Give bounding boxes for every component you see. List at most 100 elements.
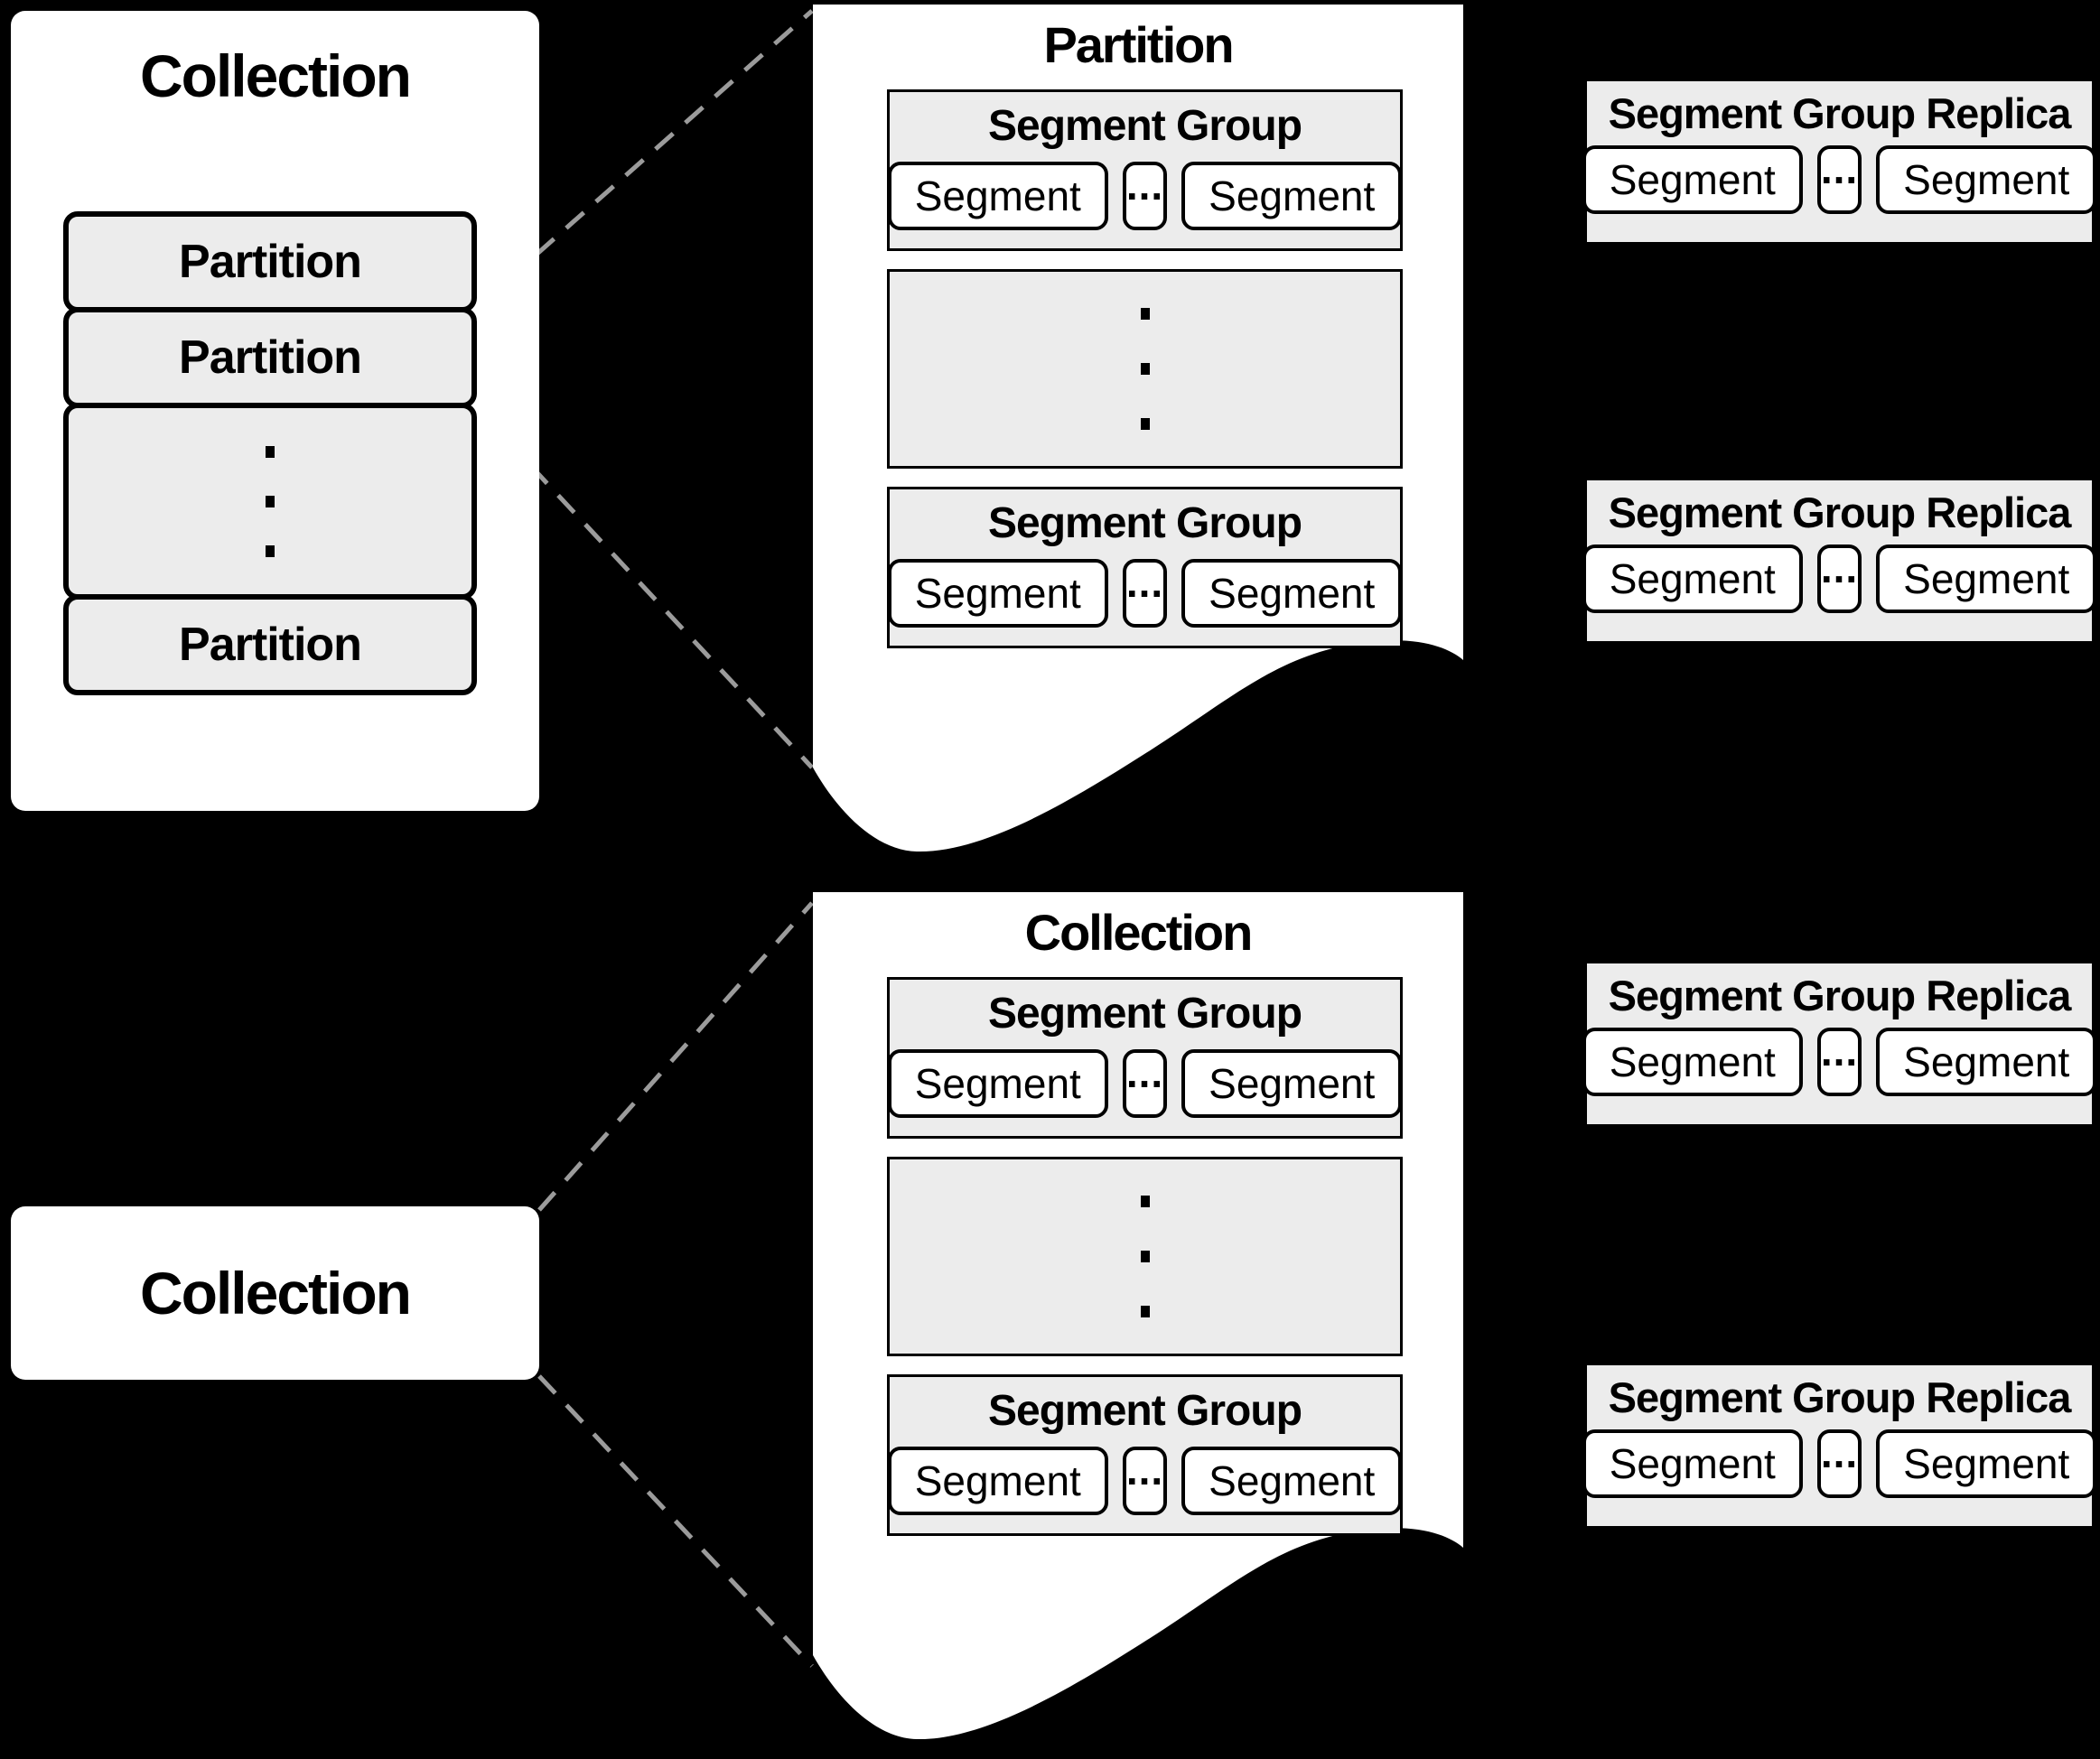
segment-row: Segment ... Segment [887,162,1403,230]
ellipsis-dot [1140,363,1150,375]
replica-title: Segment Group Replica [1608,489,2072,536]
segment-group-title: Segment Group [987,990,1302,1038]
segment-box: Segment [887,162,1108,230]
segment-ellipsis: ... [1125,1049,1164,1097]
segment-box: Segment [1582,544,1803,613]
ellipsis-dot [1140,418,1150,430]
segment-box: Segment [1181,1447,1403,1515]
segment-ellipsis-box: ... [1122,162,1168,230]
segment-row: Segment ... Segment [1582,1429,2097,1498]
segment-row: Segment ... Segment [887,1447,1403,1515]
collection-panel-title: Collection [139,42,412,109]
connector-line-top-upper [475,9,814,309]
ellipsis-dot [266,495,275,507]
segment-label: Segment [1209,1457,1376,1504]
segment-row: Segment ... Segment [1582,145,2097,214]
segment-ellipsis-box: ... [1816,1429,1862,1498]
segment-label: Segment [1903,1038,2070,1085]
segment-group-replica: Segment Group Replica Segment ... Segmen… [1582,1363,2097,1528]
segment-label: Segment [1609,156,1776,203]
segment-ellipsis: ... [1820,544,1859,592]
collection-panel: Collection Partition Partition Partition [11,11,539,811]
ellipsis-dot [1140,1306,1150,1317]
collection-page-title: Collection [1024,904,1254,961]
segment-group-stack: Segment Group Segment ... Segment [887,977,1403,1554]
segment-label: Segment [1209,1060,1376,1107]
ellipsis-dot [1140,1196,1150,1207]
segment-label: Segment [1609,1440,1776,1487]
segment-ellipsis-box: ... [1816,145,1862,214]
segment-group: Segment Group Segment ... Segment [887,1374,1403,1536]
partition-ellipsis-box [63,403,477,600]
partition-label: Partition [179,236,362,288]
segment-label: Segment [914,172,1081,219]
collection-page-content: Collection Segment Group Segment ... Seg… [813,892,1463,1759]
partition-box: Partition [63,307,477,408]
partition-box: Partition [63,211,477,312]
replica-title: Segment Group Replica [1608,972,2072,1019]
partition-box: Partition [63,594,477,695]
segment-box: Segment [1181,1049,1403,1118]
segment-box: Segment [1582,145,1803,214]
segment-ellipsis-box: ... [1122,1049,1168,1118]
segment-ellipsis-box: ... [1122,559,1168,628]
segment-ellipsis: ... [1820,1028,1859,1075]
segment-group-ellipsis-box [887,269,1403,469]
segment-box: Segment [1876,1429,2097,1498]
replica-title: Segment Group Replica [1608,1373,2072,1421]
segment-box: Segment [1181,559,1403,628]
segment-group: Segment Group Segment ... Segment [887,89,1403,251]
segment-label: Segment [1903,1440,2070,1487]
ellipsis-dot [266,445,275,458]
segment-ellipsis: ... [1125,559,1164,607]
segment-ellipsis-box: ... [1816,544,1862,613]
segment-label: Segment [1609,555,1776,602]
segment-group-title: Segment Group [987,1387,1302,1435]
segment-group: Segment Group Segment ... Segment [887,487,1403,648]
partition-page-content: Partition Segment Group Segment ... Segm… [813,5,1463,871]
ellipsis-dot [1140,1251,1150,1262]
collection-box: Collection [11,1206,539,1380]
segment-ellipsis: ... [1820,1429,1859,1477]
replica-title: Segment Group Replica [1608,89,2072,137]
connector-line-bottom-upper [537,901,814,1212]
partition-label: Partition [179,331,362,384]
segment-ellipsis: ... [1125,1447,1164,1494]
ellipsis-dot [1140,308,1150,320]
segment-row: Segment ... Segment [887,559,1403,628]
segment-box: Segment [1582,1429,1803,1498]
segment-box: Segment [887,1049,1108,1118]
segment-label: Segment [1903,156,2070,203]
segment-group-replica: Segment Group Replica Segment ... Segmen… [1582,79,2097,244]
partition-page: Partition Segment Group Segment ... Segm… [813,5,1463,871]
segment-box: Segment [1876,1028,2097,1096]
segment-group: Segment Group Segment ... Segment [887,977,1403,1139]
segment-box: Segment [1582,1028,1803,1096]
segment-box: Segment [1876,544,2097,613]
segment-label: Segment [914,1457,1081,1504]
segment-row: Segment ... Segment [1582,544,2097,613]
segment-group-title: Segment Group [987,499,1302,547]
segment-ellipsis: ... [1820,145,1859,193]
segment-ellipsis-box: ... [1816,1028,1862,1096]
ellipsis-dot [266,544,275,557]
segment-label: Segment [914,1060,1081,1107]
segment-group-replica: Segment Group Replica Segment ... Segmen… [1582,962,2097,1126]
segment-box: Segment [887,1447,1108,1515]
partition-stack: Partition Partition Partition [63,211,477,695]
partition-label: Partition [179,619,362,671]
segment-group-title: Segment Group [987,102,1302,150]
partition-page-title: Partition [1043,16,1234,73]
segment-row: Segment ... Segment [1582,1028,2097,1096]
segment-ellipsis-box: ... [1122,1447,1168,1515]
segment-group-replica: Segment Group Replica Segment ... Segmen… [1582,479,2097,643]
segment-row: Segment ... Segment [887,1049,1403,1118]
segment-label: Segment [1609,1038,1776,1085]
segment-ellipsis: ... [1125,162,1164,209]
segment-label: Segment [914,570,1081,617]
segment-label: Segment [1209,570,1376,617]
collection-box-label: Collection [139,1260,412,1326]
segment-label: Segment [1209,172,1376,219]
connector-line-bottom-lower [537,1374,814,1668]
collection-page: Collection Segment Group Segment ... Seg… [813,892,1463,1759]
